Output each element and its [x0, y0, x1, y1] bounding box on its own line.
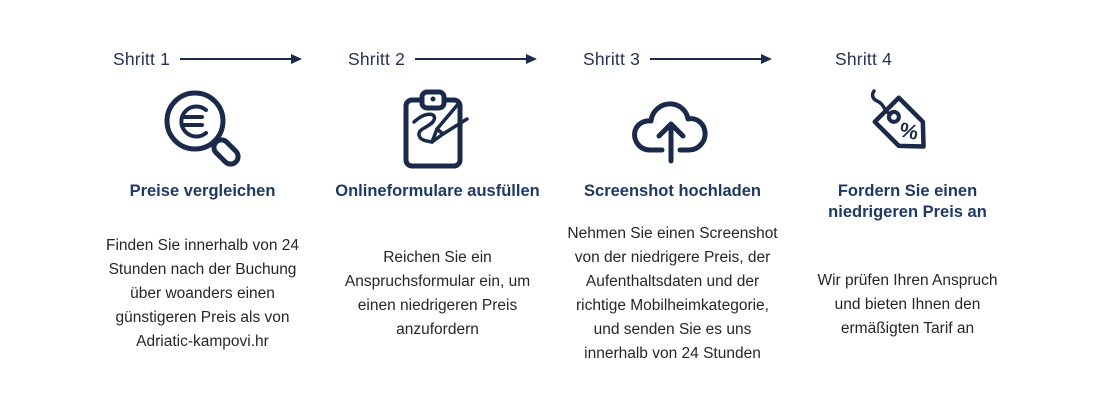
step-header: Shritt 1 [85, 46, 320, 72]
step-title: Screenshot hochladen [584, 182, 761, 200]
step-description: Finden Sie innerhalb von 24 Stunden nach… [105, 237, 300, 350]
step-description-area: Reichen Sie ein Anspruchsformular ein, u… [320, 202, 555, 386]
step-description: Wir prüfen Ihren Anspruch und bieten Ihn… [817, 271, 998, 337]
step-label: Shritt 4 [835, 48, 893, 69]
step-description: Reichen Sie ein Anspruchsformular ein, u… [344, 249, 531, 338]
step-column-1: Shritt 1 Preise vergleichen Finden Sie i… [85, 46, 320, 386]
step-column-2: Shritt 2 Onlineformulare ausfüllen Reich… [320, 46, 555, 386]
step-description: Nehmen Sie einen Screenshot von der nied… [567, 225, 778, 362]
step-header: Shritt 4 [790, 46, 1025, 72]
arrow-right-icon [180, 58, 300, 60]
step-description-area: Nehmen Sie einen Screenshot von der nied… [555, 202, 790, 386]
steps-row: Shritt 1 Preise vergleichen Finden Sie i… [85, 46, 1025, 386]
step-header: Shritt 3 [555, 46, 790, 72]
step-title: Onlineformulare ausfüllen [335, 182, 540, 200]
step-title: Fordern Sie einen niedrigeren Preis an [828, 182, 987, 221]
step-description-area: Finden Sie innerhalb von 24 Stunden nach… [85, 202, 320, 386]
step-title: Preise vergleichen [129, 182, 276, 200]
arrow-right-icon [415, 58, 535, 60]
clipboard-pen-icon [390, 82, 486, 176]
arrow-right-icon [650, 58, 770, 60]
price-tag-percent-icon: % [860, 82, 956, 176]
step-header: Shritt 2 [320, 46, 555, 72]
magnifier-euro-icon [155, 82, 251, 176]
step-label: Shritt 3 [583, 48, 641, 69]
step-column-4: Shritt 4 % Fordern Sie einen niedrigeren… [790, 46, 1025, 386]
step-label: Shritt 2 [348, 48, 406, 69]
step-description-area: Wir prüfen Ihren Anspruch und bieten Ihn… [790, 223, 1025, 386]
svg-text:%: % [897, 119, 920, 145]
step-label: Shritt 1 [113, 48, 171, 69]
step-column-3: Shritt 3 Screenshot hochladen Nehmen Sie… [555, 46, 790, 386]
cloud-upload-icon [625, 82, 721, 176]
